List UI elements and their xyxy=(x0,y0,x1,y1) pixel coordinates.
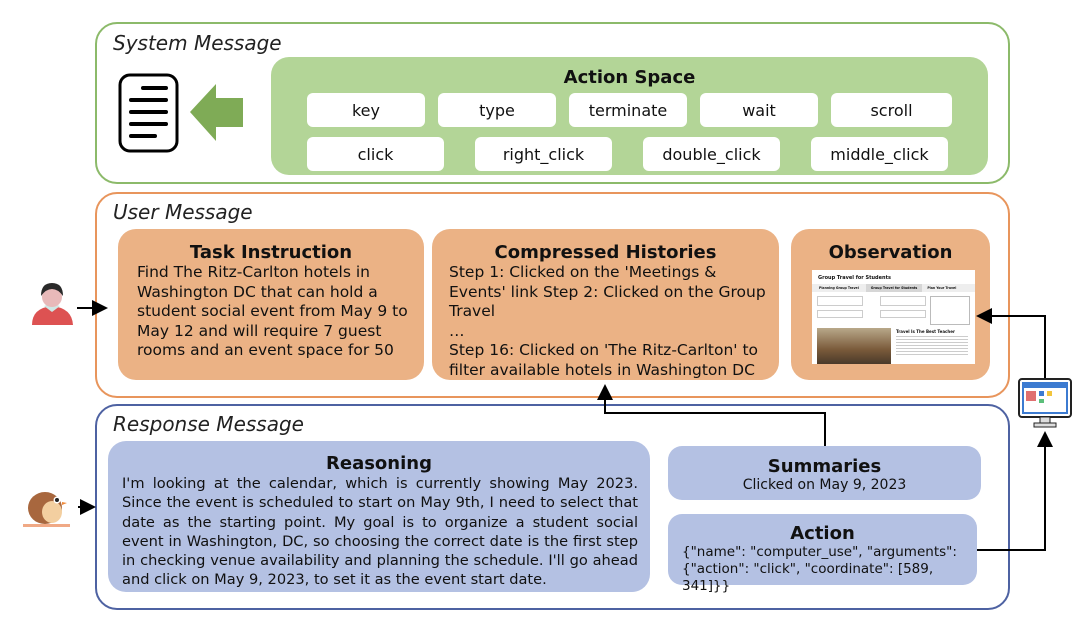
action-type: type xyxy=(438,93,556,127)
task-instruction-box: Task Instruction Find The Ritz-Carlton h… xyxy=(118,229,424,380)
action-double-click: double_click xyxy=(643,137,780,171)
screenshot-tab: Group Travel for Students xyxy=(865,284,923,292)
action-json-line1: {"name": "computer_use", "arguments": xyxy=(682,544,957,560)
action-right-click: right_click xyxy=(475,137,612,171)
task-instruction-heading: Task Instruction xyxy=(189,242,353,263)
summaries-box: Summaries Clicked on May 9, 2023 xyxy=(668,446,981,500)
left-arrow-icon xyxy=(190,84,243,141)
action-scroll: scroll xyxy=(831,93,952,127)
summaries-text: Clicked on May 9, 2023 xyxy=(742,477,907,493)
reasoning-heading: Reasoning xyxy=(326,453,432,474)
document-icon xyxy=(118,73,179,153)
history-ellipsis: … xyxy=(449,321,465,340)
user-message-title: User Message xyxy=(113,200,253,224)
summaries-heading: Summaries xyxy=(767,456,882,477)
screenshot-tab: Planning Group Travel xyxy=(819,286,859,290)
action-box: Action {"name": "computer_use", "argumen… xyxy=(668,514,977,594)
bird-agent-icon xyxy=(23,492,70,527)
action-space-title: Action Space xyxy=(563,67,696,88)
system-message-title: System Message xyxy=(113,31,282,55)
compressed-histories-heading: Compressed Histories xyxy=(494,242,717,263)
monitor-icon xyxy=(1018,378,1072,428)
action-json-line2: {"action": "click", "coordinate": [589, … xyxy=(682,561,934,594)
action-wait: wait xyxy=(700,93,818,127)
action-terminate: terminate xyxy=(569,93,687,127)
screenshot-tab: Plan Your Travel xyxy=(927,286,957,290)
history-first-steps: Step 1: Clicked on the 'Meetings & Event… xyxy=(449,263,766,320)
user-avatar-icon xyxy=(32,283,73,325)
compressed-histories-box: Compressed Histories Step 1: Clicked on … xyxy=(432,229,779,380)
response-message-panel xyxy=(95,404,1010,610)
system-message-panel xyxy=(95,22,1010,184)
response-message-title: Response Message xyxy=(113,412,304,436)
reasoning-box: Reasoning I'm looking at the calendar, w… xyxy=(108,441,650,592)
screenshot-title: Group Travel for Students xyxy=(818,275,891,281)
history-last-step: Step 16: Clicked on 'The Ritz-Carlton' t… xyxy=(449,341,759,379)
observation-heading: Observation xyxy=(828,242,953,263)
screenshot-article-title: Travel Is The Best Teacher xyxy=(896,329,955,334)
action-click: click xyxy=(307,137,444,171)
action-key: key xyxy=(307,93,425,127)
action-heading: Action xyxy=(790,523,855,544)
task-instruction-text: Find The Ritz-Carlton hotels in Washingt… xyxy=(137,263,408,359)
reasoning-text: I'm looking at the calendar, which is cu… xyxy=(122,475,638,589)
observation-screenshot: Group Travel for Students Planning Group… xyxy=(812,270,975,364)
user-message-panel xyxy=(95,192,1010,398)
action-middle-click: middle_click xyxy=(811,137,948,171)
